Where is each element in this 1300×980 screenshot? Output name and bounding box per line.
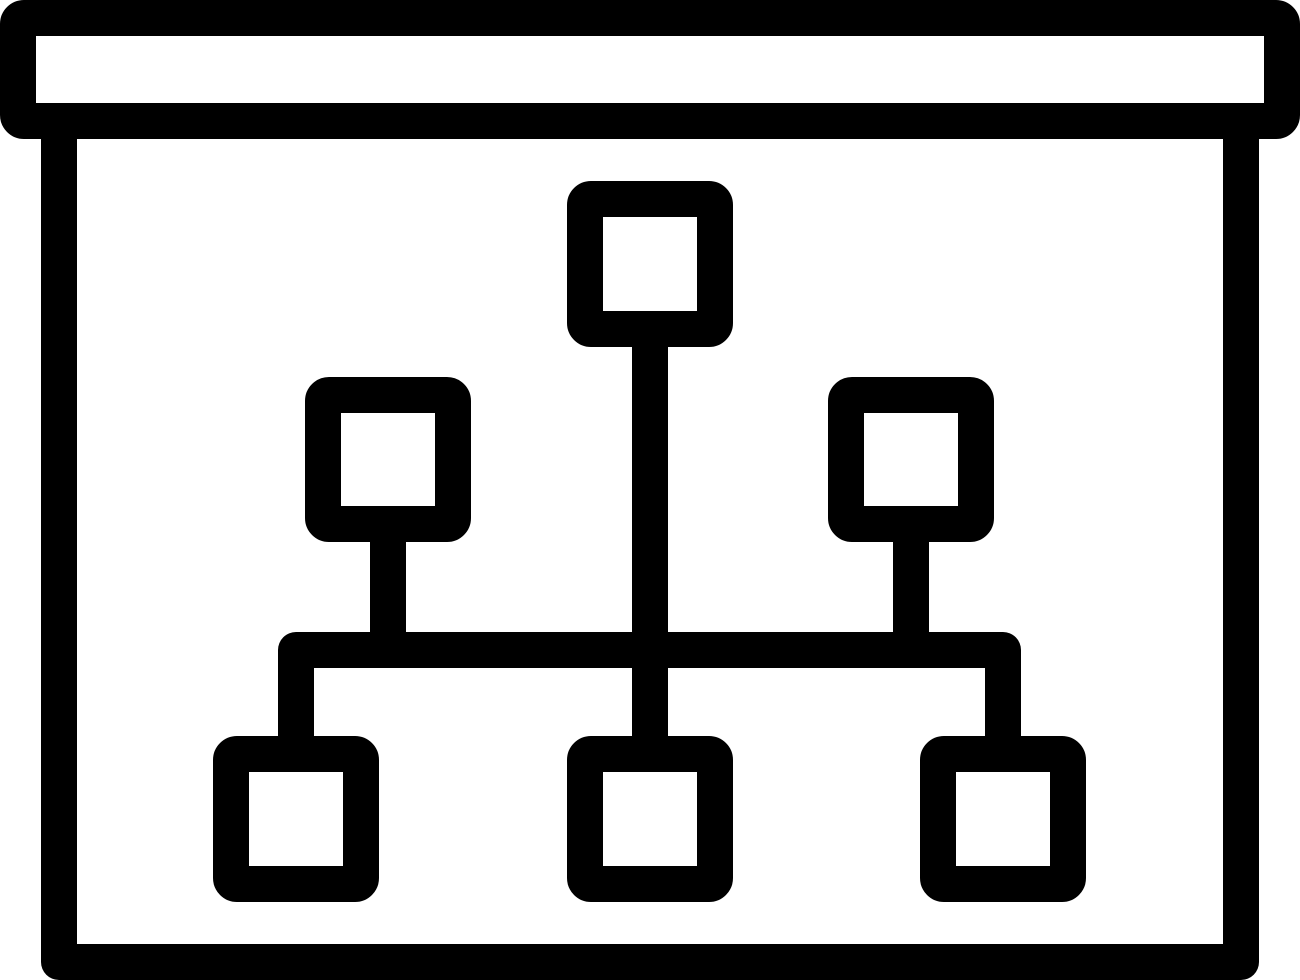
horizontal-branch-connector	[278, 632, 1021, 772]
right-node-box	[828, 377, 994, 542]
bottom-right-node-box	[920, 736, 1086, 902]
left-node-box	[305, 377, 471, 542]
bottom-center-node-box	[567, 736, 733, 902]
board-top-rail	[0, 0, 1300, 139]
board-screen-frame	[41, 103, 1259, 980]
root-node-box	[567, 181, 733, 347]
bottom-left-node-box	[213, 736, 379, 902]
